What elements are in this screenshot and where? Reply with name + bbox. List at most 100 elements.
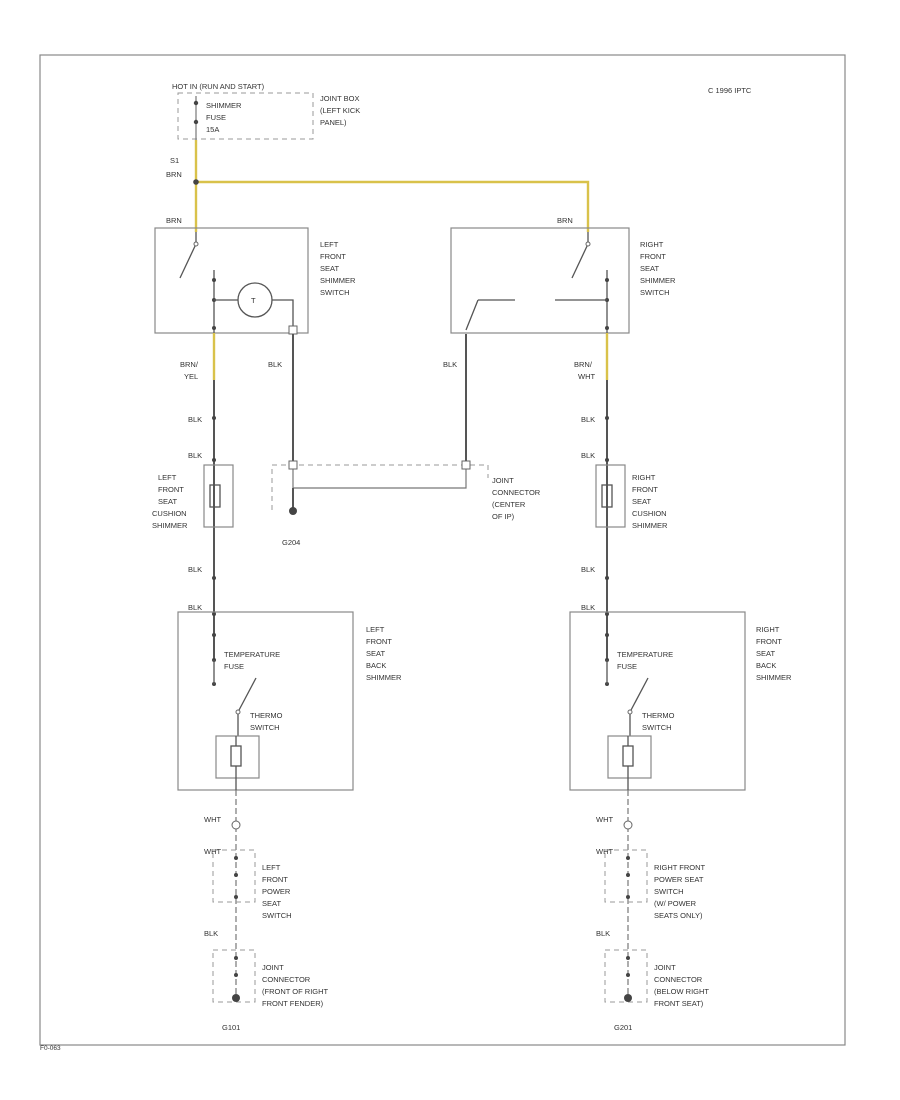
joint-label-line: (FRONT OF RIGHT	[262, 987, 329, 996]
wire-color: BLK	[188, 415, 202, 424]
back-label-line: BACK	[756, 661, 776, 670]
heater-element-icon	[209, 484, 221, 508]
power-seat-switch-outline	[604, 849, 648, 903]
right-front-seat-shimmer-switch: BRN RIGHT FRONT SEAT SHIMMER SWITCH	[450, 216, 676, 355]
fuse-terminal-bottom	[193, 119, 199, 125]
joint-box-location: JOINT BOX	[320, 94, 359, 103]
left-out-wire-color: YEL	[184, 372, 198, 381]
wire-color: BLK	[188, 603, 202, 612]
switch-label-line: SHIMMER	[640, 276, 676, 285]
left-front-seat-back-shimmer: LEFT FRONT SEAT BACK SHIMMER TEMPERATURE…	[177, 611, 402, 791]
joint-connector-outline	[604, 949, 648, 1003]
cushion-label-line: SEAT	[632, 497, 651, 506]
joint-label-line: JOINT	[262, 963, 284, 972]
power-switch-label: (W/ POWER	[654, 899, 697, 908]
joint-label-line: FRONT SEAT)	[654, 999, 704, 1008]
joint-label-line: (BELOW RIGHT	[654, 987, 709, 996]
thermo-label: THERMO	[250, 711, 283, 720]
thermo-switch-blade	[629, 677, 649, 713]
cushion-label-line: RIGHT	[632, 473, 656, 482]
switch-in-wire: BRN	[557, 216, 573, 225]
switch-label-line: FRONT	[320, 252, 346, 261]
fuse-name-line: FUSE	[206, 113, 226, 122]
ground-point-g204	[289, 507, 297, 515]
ground-id: G204	[282, 538, 300, 547]
thermo-switch-blade	[237, 677, 257, 713]
switch-label-line: SHIMMER	[320, 276, 356, 285]
temp-fuse-label: FUSE	[224, 662, 244, 671]
power-switch-label: SWITCH	[262, 911, 292, 920]
joint-box-location: (LEFT KICK	[320, 106, 360, 115]
back-label-line: SEAT	[366, 649, 385, 658]
right-ground-wire: BLK	[443, 360, 457, 369]
switch-in-wire: BRN	[166, 216, 182, 225]
power-switch-label: LEFT	[262, 863, 281, 872]
cushion-label-line: CUSHION	[152, 509, 187, 518]
wire-color: BLK	[581, 451, 595, 460]
thermo-label: SWITCH	[250, 723, 280, 732]
thermo-label: SWITCH	[642, 723, 672, 732]
fuse-name-line: SHIMMER	[206, 101, 242, 110]
back-label-line: LEFT	[366, 625, 385, 634]
switch-label-line: RIGHT	[640, 240, 664, 249]
cushion-label-line: LEFT	[158, 473, 177, 482]
cushion-label-line: FRONT	[158, 485, 184, 494]
wire-color: WHT	[204, 847, 221, 856]
power-switch-label: RIGHT FRONT	[654, 863, 706, 872]
joint-label-line: (CENTER	[492, 500, 526, 509]
right-out-wire-color: WHT	[578, 372, 595, 381]
ground-id: G201	[614, 1023, 632, 1032]
back-heater-element-icon	[607, 735, 652, 779]
page-reference: F0-063	[40, 1045, 61, 1052]
switch-blade	[179, 243, 197, 279]
back-label-line: SHIMMER	[366, 673, 402, 682]
right-ground-circuit: WHT WHT RIGHT FRONT POWER SEAT SWITCH (W…	[596, 790, 709, 1032]
back-label-line: FRONT	[366, 637, 392, 646]
wire-color: WHT	[596, 815, 613, 824]
right-front-seat-cushion-shimmer: RIGHT FRONT SEAT CUSHION SHIMMER	[595, 464, 668, 530]
wire-color: WHT	[596, 847, 613, 856]
splice-wire-color: BRN	[166, 170, 182, 179]
joint-label-line: JOINT	[492, 476, 514, 485]
back-label-line: FRONT	[756, 637, 782, 646]
ground-point-g101	[232, 994, 240, 1002]
joint-box-outline	[177, 92, 314, 140]
joint-label-line: JOINT	[654, 963, 676, 972]
joint-label-line: CONNECTOR	[262, 975, 311, 984]
left-ground-wire: BLK	[268, 360, 282, 369]
splice-id: S1	[170, 156, 179, 165]
ground-point-g201	[624, 994, 632, 1002]
power-switch-label: POWER	[262, 887, 291, 896]
fuse-rating: 15A	[206, 125, 219, 134]
power-switch-label: SWITCH	[654, 887, 684, 896]
switch-label-line: SEAT	[640, 264, 659, 273]
feed-wire-right	[196, 180, 590, 232]
wire-color: BLK	[581, 603, 595, 612]
right-out-wire-color: BRN/	[574, 360, 593, 369]
joint-box-location: PANEL)	[320, 118, 347, 127]
power-switch-label: FRONT	[262, 875, 288, 884]
splice-s1	[193, 179, 199, 185]
ground-id: G101	[222, 1023, 240, 1032]
lamp-symbol: T	[251, 296, 256, 305]
fuse-terminal-top	[193, 100, 199, 106]
joint-label-line: OF IP)	[492, 512, 515, 521]
switch-label-line: SEAT	[320, 264, 339, 273]
right-front-seat-back-shimmer: RIGHT FRONT SEAT BACK SHIMMER TEMPERATUR…	[569, 611, 792, 791]
back-heater-element-icon	[215, 735, 260, 779]
center-joint-connector: G204 JOINT CONNECTOR (CENTER OF IP)	[271, 460, 541, 547]
fuse-block: HOT IN (RUN AND START) SHIMMER FUSE 15A …	[172, 82, 360, 140]
temp-fuse-label: TEMPERATURE	[224, 650, 280, 659]
wire-color: BLK	[188, 451, 202, 460]
left-out-wire-color: BRN/	[180, 360, 199, 369]
switch-label-line: SWITCH	[320, 288, 350, 297]
power-switch-label: SEAT	[262, 899, 281, 908]
switch-label-line: FRONT	[640, 252, 666, 261]
left-front-seat-cushion-shimmer: LEFT FRONT SEAT CUSHION SHIMMER	[152, 464, 234, 530]
back-label-line: SHIMMER	[756, 673, 792, 682]
temp-fuse-label: TEMPERATURE	[617, 650, 673, 659]
heater-element-icon	[601, 484, 613, 508]
left-front-seat-shimmer-switch: BRN LEFT FRONT SEAT SHIMMER SWITCH T	[154, 216, 356, 355]
back-label-line: RIGHT	[756, 625, 780, 634]
